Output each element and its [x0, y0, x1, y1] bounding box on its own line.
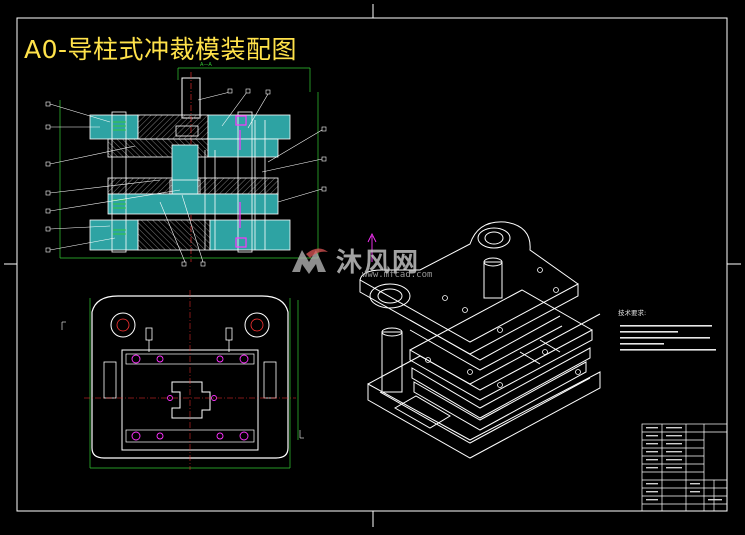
isometric-view [359, 221, 601, 459]
front-section-view: A—A [45, 62, 327, 267]
view-axis-arrow [367, 232, 377, 262]
watermark: 沐风网 [288, 242, 420, 279]
mfcad-logo-icon [292, 247, 328, 274]
tech-requirements-lines [620, 325, 716, 351]
sheet-frame [4, 4, 741, 527]
watermark-brand: 沐风网 [336, 248, 421, 278]
title-block [641, 423, 728, 512]
drawing-title: A0-导柱式冲裁模装配图 [24, 35, 298, 64]
svg-text:A—A: A—A [200, 62, 212, 68]
watermark-url: www.mfcad.com [362, 270, 433, 280]
title-block-entries [646, 427, 722, 501]
plan-view [61, 290, 304, 470]
tech-requirements-heading: 技术要求: [618, 309, 647, 317]
